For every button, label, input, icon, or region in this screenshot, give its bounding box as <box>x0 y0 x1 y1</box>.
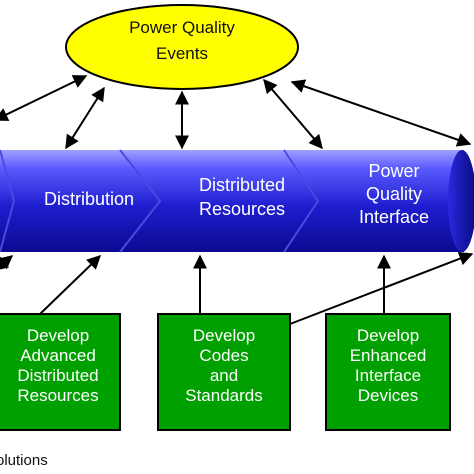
solution-box-1 <box>0 313 121 431</box>
event-ellipse <box>65 4 299 90</box>
arrow-ellipse-distribution <box>65 86 105 150</box>
solution-label-1: Develop Advanced Distributed Resources <box>0 326 120 406</box>
process-band <box>0 150 464 252</box>
stage-resources-line-1: Distributed <box>198 175 286 195</box>
solution-1-line-1: Develop <box>26 326 90 345</box>
stage-interface-line-3: Interface <box>358 207 430 228</box>
solution-2-line-4: Standards <box>185 386 263 406</box>
stage-distribution: Distribution <box>14 189 164 210</box>
arrow-left-edge <box>0 255 14 271</box>
solution-1-line-4: Resources <box>17 386 99 406</box>
event-label: Power Quality Events <box>82 18 282 64</box>
solution-3-line-4: Devices <box>357 386 419 406</box>
solution-2-line-1: Develop <box>192 326 256 345</box>
stage-interface-line-1: Power <box>368 161 420 181</box>
solution-1-line-3: Distributed <box>17 366 99 386</box>
event-label-line-1: Power Quality <box>129 18 235 37</box>
stage-distributed-resources: Distributed Resources <box>162 175 322 220</box>
stage-resources-line-2: Resources <box>198 199 286 220</box>
solution-3-line-2: Enhanced <box>349 346 427 366</box>
event-label-line-2: Events <box>156 44 208 64</box>
chevron-divider-2 <box>119 149 162 253</box>
footer-caption: olutions <box>0 452 48 469</box>
solution-box-3 <box>325 313 451 431</box>
chevron-divider-1 <box>0 149 16 253</box>
arrow-box1-up <box>39 255 102 315</box>
stage-interface-line-2: Quality <box>365 184 423 205</box>
solution-2-line-2: Codes <box>199 346 249 366</box>
solution-box-2 <box>157 313 291 431</box>
arrow-ellipse-left <box>0 75 88 121</box>
band-end-cap <box>448 150 474 252</box>
solution-2-line-3: and <box>209 366 239 386</box>
stage-pq-interface: Power Quality Interface <box>320 161 468 229</box>
solution-label-3: Develop Enhanced Interface Devices <box>326 326 450 406</box>
solution-3-line-3: Interface <box>354 366 422 386</box>
solution-1-line-2: Advanced <box>20 346 96 366</box>
arrow-ellipse-right <box>290 79 472 147</box>
chevron-divider-3 <box>283 149 320 253</box>
solution-3-line-1: Develop <box>356 326 420 345</box>
stage-distribution-line-1: Distribution <box>43 189 135 209</box>
arrow-box2-interface <box>289 251 474 325</box>
solution-label-2: Develop Codes and Standards <box>158 326 290 406</box>
